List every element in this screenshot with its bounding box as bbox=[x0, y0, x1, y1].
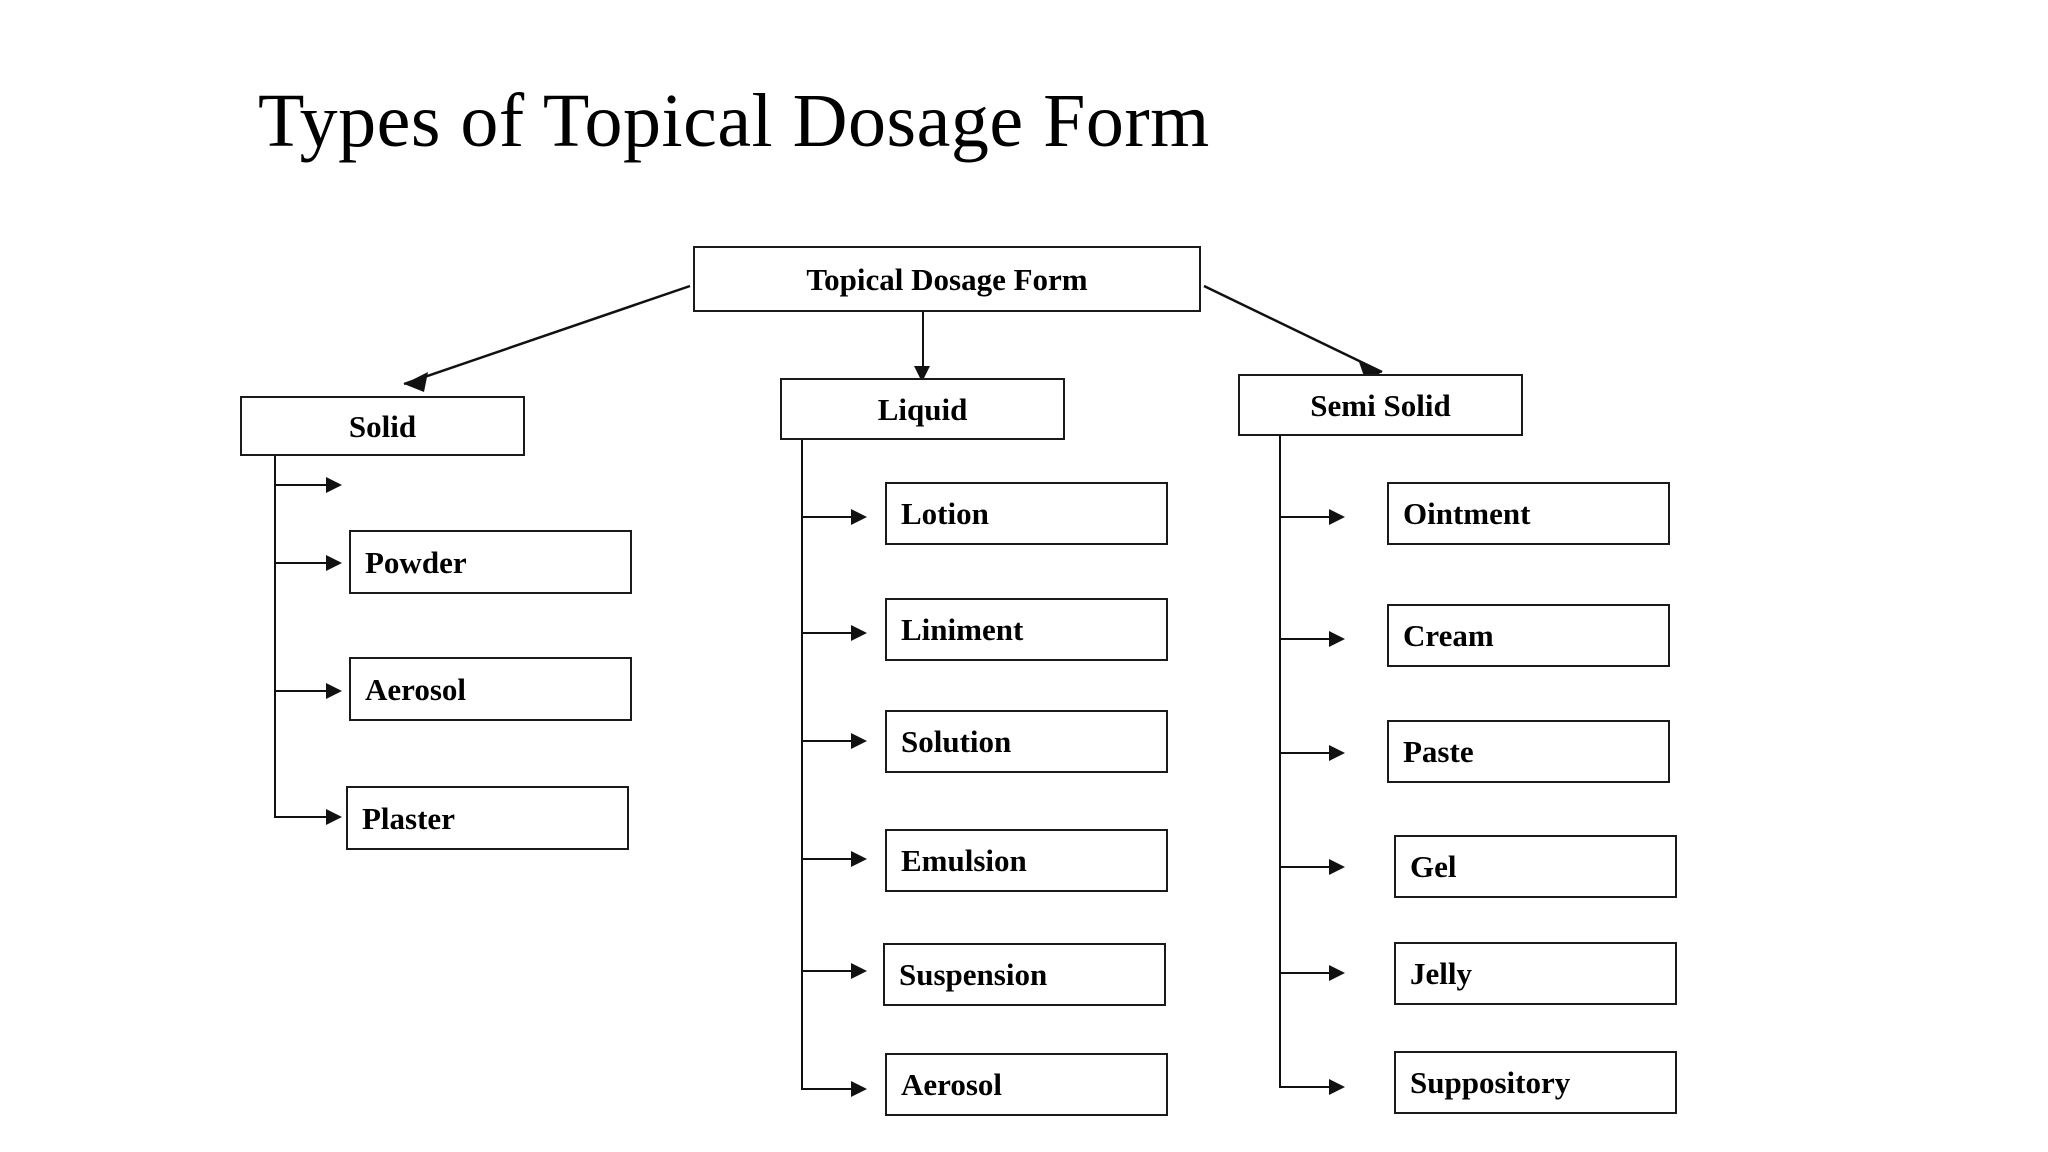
branch-spine-semi-solid bbox=[1279, 436, 1281, 1088]
node-aerosol-solid[interactable]: Aerosol bbox=[349, 657, 632, 721]
node-label: Suspension bbox=[899, 957, 1048, 992]
node-gel[interactable]: Gel bbox=[1394, 835, 1677, 898]
connector-semi-child-2 bbox=[1279, 752, 1331, 754]
node-powder[interactable]: Powder bbox=[349, 530, 632, 594]
branch-spine-solid bbox=[274, 456, 276, 818]
arrow-right-icon bbox=[326, 683, 342, 699]
node-label: Aerosol bbox=[365, 671, 467, 707]
connector-semi-child-5 bbox=[1279, 1086, 1331, 1088]
node-suppository[interactable]: Suppository bbox=[1394, 1051, 1677, 1114]
connector-liquid-child-3 bbox=[801, 858, 853, 860]
arrow-right-icon bbox=[851, 851, 867, 867]
connector-solid-child-0 bbox=[274, 484, 328, 486]
connector-liquid-child-1 bbox=[801, 632, 853, 634]
connector-liquid-child-2 bbox=[801, 740, 853, 742]
node-topical-dosage-form[interactable]: Topical Dosage Form bbox=[693, 246, 1201, 312]
node-label: Gel bbox=[1410, 849, 1457, 884]
arrow-right-icon bbox=[851, 733, 867, 749]
connector-solid-child-2 bbox=[274, 690, 328, 692]
connector-semi-child-4 bbox=[1279, 972, 1331, 974]
node-label: Semi Solid bbox=[1310, 387, 1451, 423]
connector-semi-child-0 bbox=[1279, 516, 1331, 518]
connector-solid-child-3 bbox=[274, 816, 328, 818]
node-label: Cream bbox=[1403, 618, 1494, 653]
node-label: Ointment bbox=[1403, 496, 1531, 531]
node-label: Paste bbox=[1403, 734, 1474, 769]
node-suspension[interactable]: Suspension bbox=[883, 943, 1166, 1006]
connector-liquid-child-5 bbox=[801, 1088, 853, 1090]
node-plaster[interactable]: Plaster bbox=[346, 786, 629, 850]
arrow-right-icon bbox=[1329, 859, 1345, 875]
node-ointment[interactable]: Ointment bbox=[1387, 482, 1670, 545]
arrow-right-icon bbox=[326, 809, 342, 825]
arrow-right-icon bbox=[851, 625, 867, 641]
node-liniment[interactable]: Liniment bbox=[885, 598, 1168, 661]
arrow-right-icon bbox=[851, 1081, 867, 1097]
connector-semi-child-3 bbox=[1279, 866, 1331, 868]
node-label: Jelly bbox=[1410, 956, 1472, 991]
connector-liquid-child-0 bbox=[801, 516, 853, 518]
node-label: Topical Dosage Form bbox=[806, 261, 1088, 297]
arrow-right-icon bbox=[1329, 965, 1345, 981]
node-label: Plaster bbox=[362, 800, 455, 836]
node-label: Liniment bbox=[901, 612, 1024, 647]
node-emulsion[interactable]: Emulsion bbox=[885, 829, 1168, 892]
arrow-right-icon bbox=[326, 555, 342, 571]
node-semi-solid[interactable]: Semi Solid bbox=[1238, 374, 1523, 436]
arrow-right-icon bbox=[1329, 745, 1345, 761]
connector-liquid-child-4 bbox=[801, 970, 853, 972]
node-label: Aerosol bbox=[901, 1067, 1003, 1102]
arrow-right-icon bbox=[1329, 631, 1345, 647]
arrow-right-icon bbox=[1329, 1079, 1345, 1095]
node-label: Powder bbox=[365, 544, 467, 580]
node-jelly[interactable]: Jelly bbox=[1394, 942, 1677, 1005]
node-solid[interactable]: Solid bbox=[240, 396, 525, 456]
arrow-right-icon bbox=[851, 509, 867, 525]
node-cream[interactable]: Cream bbox=[1387, 604, 1670, 667]
node-label: Suppository bbox=[1410, 1065, 1571, 1100]
node-aerosol-liquid[interactable]: Aerosol bbox=[885, 1053, 1168, 1116]
node-label: Solution bbox=[901, 724, 1012, 759]
page-title: Types of Topical Dosage Form bbox=[258, 79, 1210, 163]
arrow-right-icon bbox=[1329, 509, 1345, 525]
connector-solid-child-1 bbox=[274, 562, 328, 564]
node-label: Lotion bbox=[901, 496, 989, 531]
node-label: Liquid bbox=[877, 391, 968, 427]
node-solution[interactable]: Solution bbox=[885, 710, 1168, 773]
arrow-right-icon bbox=[851, 963, 867, 979]
branch-spine-liquid bbox=[801, 440, 803, 1090]
node-lotion[interactable]: Lotion bbox=[885, 482, 1168, 545]
connector-root-to-liquid bbox=[922, 312, 924, 374]
connector-semi-child-1 bbox=[1279, 638, 1331, 640]
node-liquid[interactable]: Liquid bbox=[780, 378, 1065, 440]
node-label: Solid bbox=[348, 408, 417, 444]
node-label: Emulsion bbox=[901, 843, 1027, 878]
node-paste[interactable]: Paste bbox=[1387, 720, 1670, 783]
arrow-right-icon bbox=[326, 477, 342, 493]
